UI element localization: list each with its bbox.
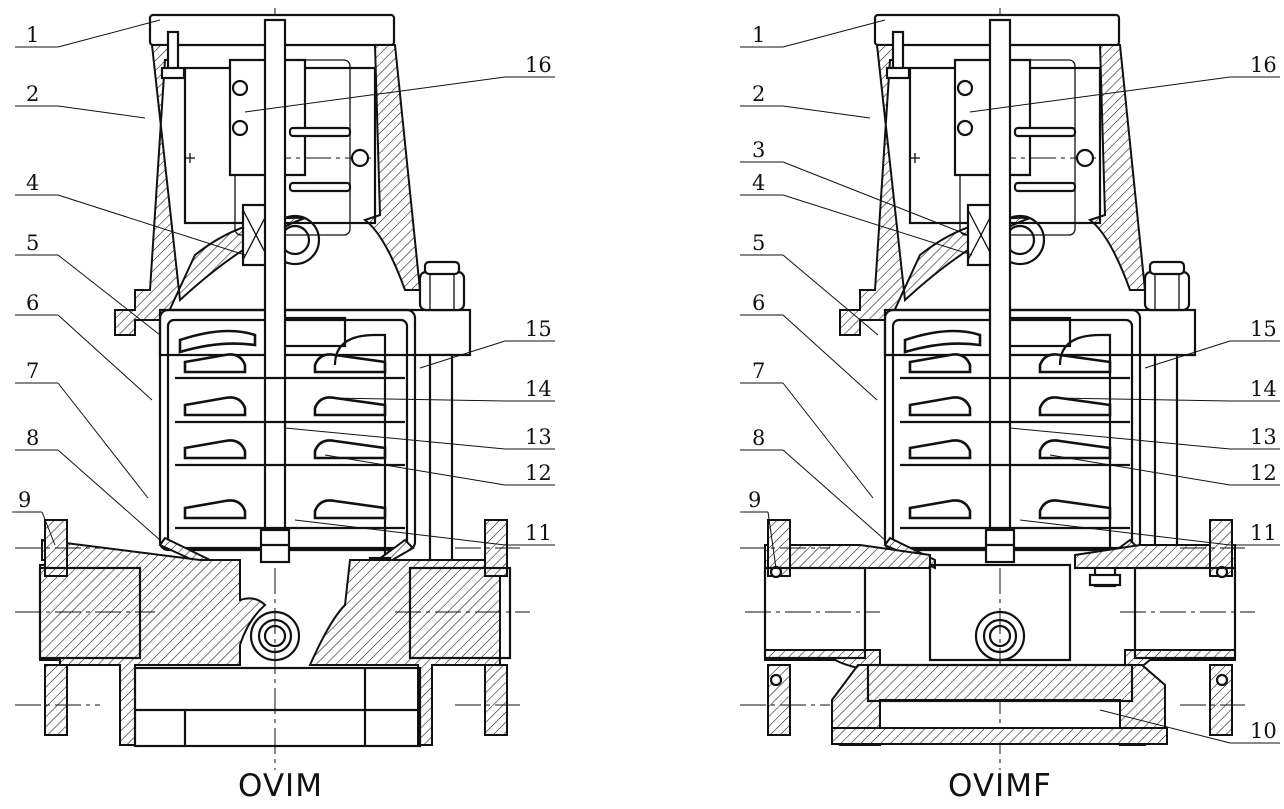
callouts-left-ovim: 1 2 4 5 6 7 8 9 <box>12 19 246 546</box>
callout-8: 8 <box>26 426 39 450</box>
callout-15: 15 <box>1250 317 1277 341</box>
callout-6: 6 <box>26 291 39 315</box>
callout-5: 5 <box>752 231 765 255</box>
callout-11: 11 <box>525 521 552 545</box>
callout-1: 1 <box>26 23 39 47</box>
callout-6: 6 <box>752 291 765 315</box>
callout-8: 8 <box>752 426 765 450</box>
figure-ovim: 1 2 4 5 6 7 8 9 16 15 14 13 1 <box>12 8 555 804</box>
callout-11: 11 <box>1250 521 1277 545</box>
callout-5: 5 <box>26 231 39 255</box>
callout-2: 2 <box>752 82 765 106</box>
caption-ovimf: OVIMF <box>948 768 1052 804</box>
callout-15: 15 <box>525 317 552 341</box>
callout-16: 16 <box>1250 53 1277 77</box>
callout-1: 1 <box>752 23 765 47</box>
callout-4: 4 <box>26 171 39 195</box>
callout-2: 2 <box>26 82 39 106</box>
callout-16: 16 <box>525 53 552 77</box>
callouts-right-ovimf: 16 15 14 13 12 11 10 <box>969 53 1280 744</box>
callout-9: 9 <box>18 488 31 512</box>
callout-7: 7 <box>752 359 765 383</box>
callouts-left-ovimf: 1 2 3 4 5 6 7 8 9 <box>740 19 973 569</box>
callout-12: 12 <box>525 461 552 485</box>
figure-ovimf: 1 2 3 4 5 6 7 8 9 16 15 14 13 <box>740 8 1280 804</box>
callouts-right-ovim: 16 15 14 13 12 11 <box>244 53 555 546</box>
callout-10: 10 <box>1250 719 1277 743</box>
callout-9: 9 <box>748 488 761 512</box>
callout-13: 13 <box>525 425 552 449</box>
caption-ovim: OVIM <box>238 768 323 804</box>
callout-13: 13 <box>1250 425 1277 449</box>
callout-3: 3 <box>752 138 765 162</box>
callout-12: 12 <box>1250 461 1277 485</box>
callout-7: 7 <box>26 359 39 383</box>
callout-14: 14 <box>1250 377 1277 401</box>
callout-4: 4 <box>752 171 765 195</box>
callout-14: 14 <box>525 377 552 401</box>
